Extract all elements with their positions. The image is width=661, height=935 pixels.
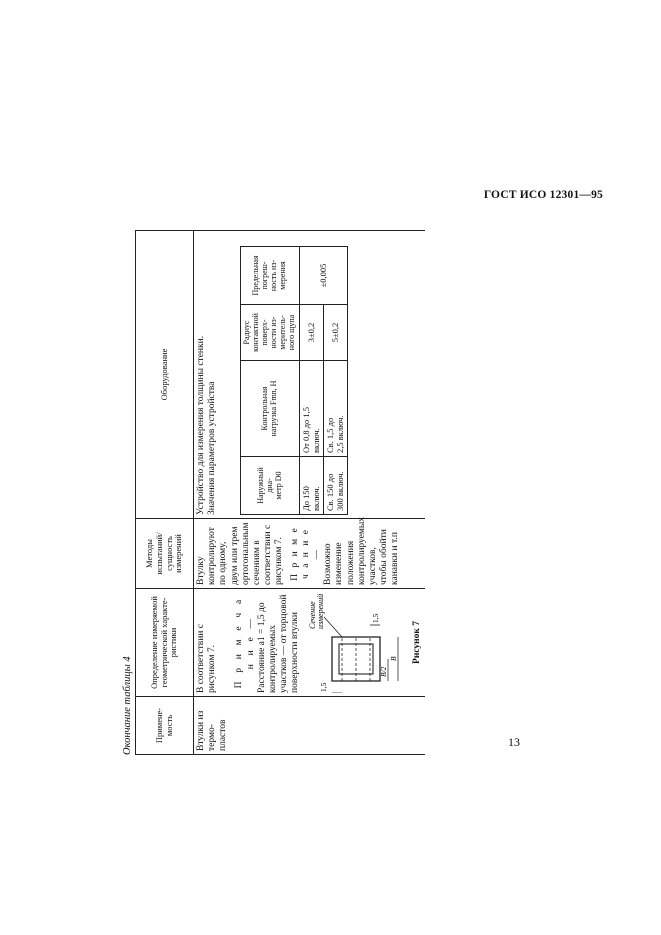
method-note-head: П р и м е ч а н и е —	[289, 526, 323, 581]
label-measurements: измерений	[316, 594, 325, 629]
equipment-text-1: Устройство для измерения толщины стенки.	[196, 335, 206, 515]
figure-caption: Рисунок 7	[411, 621, 422, 664]
label-section: Сечение	[308, 601, 317, 629]
dim-half-label: B/2	[379, 666, 388, 677]
cell-applicability: Втулки из термо-пластов	[193, 696, 426, 755]
dim-b-label: 1,5	[371, 613, 380, 623]
page-number: 13	[508, 735, 520, 749]
method-note-text: Возможно изменение положения контролируе…	[323, 516, 401, 585]
subtable-cell: 5±0,2	[323, 304, 348, 361]
dim-full-label: B	[389, 656, 398, 661]
cell-equipment: Устройство для измерения толщины стенки.…	[193, 230, 426, 519]
leader-line	[323, 616, 342, 638]
cell-definition: В соответствии с рисунком 7. П р и м е ч…	[193, 588, 426, 697]
definition-text: В соответствии с рисунком 7.	[196, 624, 218, 693]
dim-a-label: 1,5	[319, 682, 328, 692]
definition-note-head: П р и м е ч а н и е —	[234, 596, 256, 689]
subtable-header-diameter: Наружный диа-метр D0	[240, 456, 300, 515]
subtable-cell: 3±0,2	[299, 304, 324, 361]
method-text: Втулку контролируют по одному, двум или …	[196, 522, 285, 586]
cell-methods: Втулку контролируют по одному, двум или …	[193, 516, 426, 589]
applicability-text: Втулки из термо-пластов	[196, 710, 229, 751]
table-row: Втулки из термо-пластов В соответствии с…	[193, 230, 426, 755]
table-caption: Окончание таблицы 4	[122, 656, 133, 755]
subtable-cell-error: ±0,005	[299, 246, 348, 305]
rotated-table-block: Окончание таблицы 4 Примене-мость Опреде…	[122, 230, 527, 755]
equipment-text-2: Значения параметров устройства	[207, 381, 218, 515]
standard-header: ГОСТ ИСО 12301—95	[483, 189, 603, 201]
col-header-applicability: Примене-мость	[135, 696, 194, 755]
definition-note-text: Расстояние a1 = 1,5 до контролируемых уч…	[256, 594, 301, 694]
figure-7-drawing: Сечение измерений 1,5 1,5 B/2 B	[308, 594, 398, 694]
col-header-equipment: Оборудование	[135, 230, 194, 519]
